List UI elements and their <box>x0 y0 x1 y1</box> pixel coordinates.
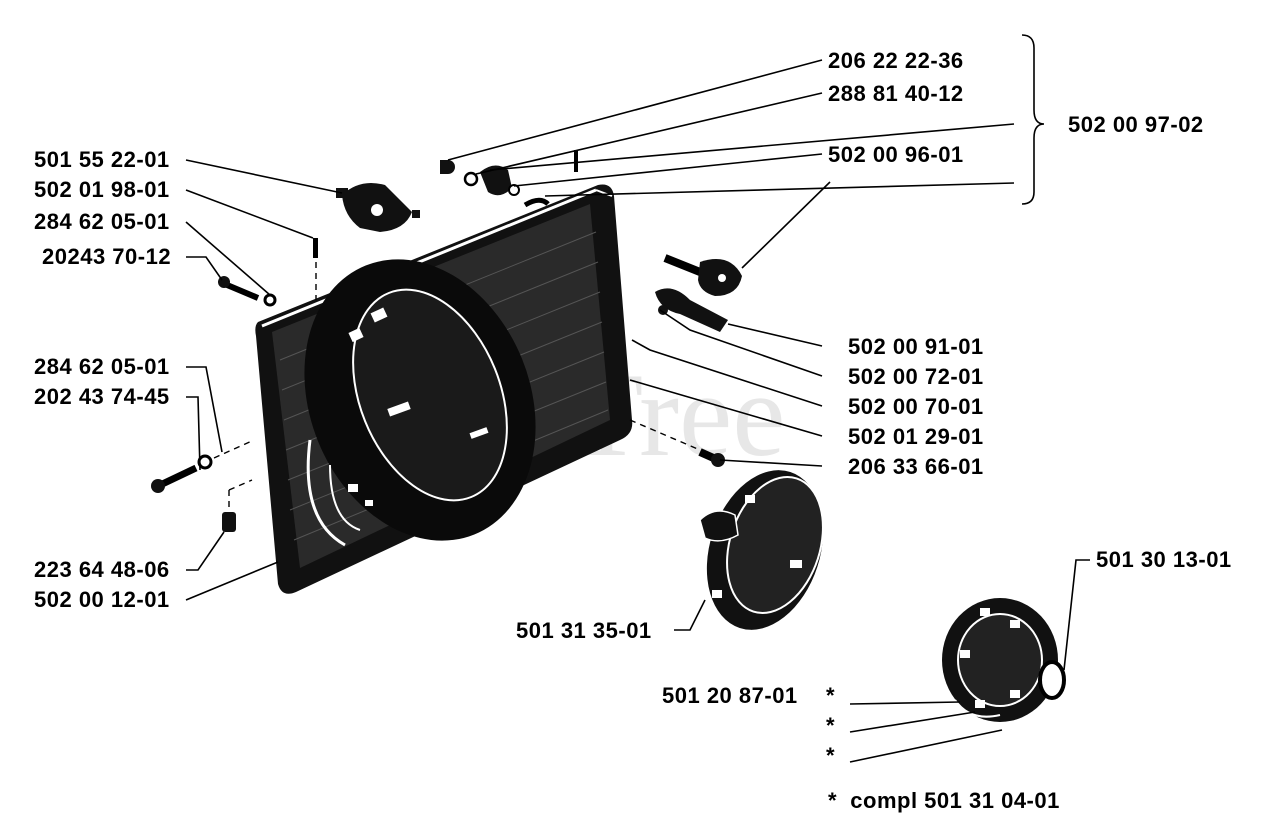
label-502-00-70-01: 502 00 70-01 <box>848 394 984 419</box>
label-group-502-00-97-02: 502 00 97-02 <box>1068 112 1204 137</box>
label-502-00-12-01: 502 00 12-01 <box>34 587 170 612</box>
handle-assembly <box>663 254 742 296</box>
footnote-complete-kit: * compl 501 31 04-01 <box>828 788 1060 813</box>
asterisk-2: * <box>826 713 835 738</box>
left-lower-bolt <box>151 439 255 493</box>
label-502-00-72-01: 502 00 72-01 <box>848 364 984 389</box>
label-501-20-87-01: 501 20 87-01 <box>662 683 798 708</box>
label-284-62-05-01-b: 284 62 05-01 <box>34 354 170 379</box>
asterisk-1: * <box>826 683 835 708</box>
label-206-22-22-36: 206 22 22-36 <box>828 48 964 73</box>
starter-hub <box>942 598 1066 722</box>
label-284-62-05-01-a: 284 62 05-01 <box>34 209 170 234</box>
label-502-00-96-01: 502 00 96-01 <box>828 142 964 167</box>
asterisk-3: * <box>826 743 835 768</box>
label-223-64-48-06: 223 64 48-06 <box>34 557 170 582</box>
label-502-00-91-01: 502 00 91-01 <box>848 334 984 359</box>
starter-housing <box>255 184 633 594</box>
label-501-30-13-01: 501 30 13-01 <box>1096 547 1232 572</box>
label-288-81-40-12: 288 81 40-12 <box>828 81 964 106</box>
label-502-01-98-01: 502 01 98-01 <box>34 177 170 202</box>
left-top-bolt <box>218 276 277 307</box>
part-labels: 206 22 22-36 288 81 40-12 502 00 97-02 5… <box>34 48 1232 813</box>
label-206-33-66-01: 206 33 66-01 <box>848 454 984 479</box>
label-501-55-22-01: 501 55 22-01 <box>34 147 170 172</box>
top-hardware <box>440 150 578 208</box>
leader-lines <box>185 34 1090 763</box>
sleeve <box>222 479 253 532</box>
lever <box>655 288 728 332</box>
label-502-01-29-01: 502 01 29-01 <box>848 424 984 449</box>
label-202-43-74-45: 202 43 74-45 <box>34 384 170 409</box>
rope-pulley <box>699 470 824 630</box>
grip-piece <box>336 182 420 232</box>
label-501-31-35-01: 501 31 35-01 <box>516 618 652 643</box>
label-20243-70-12: 20243 70-12 <box>42 244 171 269</box>
right-bolt <box>629 419 725 467</box>
